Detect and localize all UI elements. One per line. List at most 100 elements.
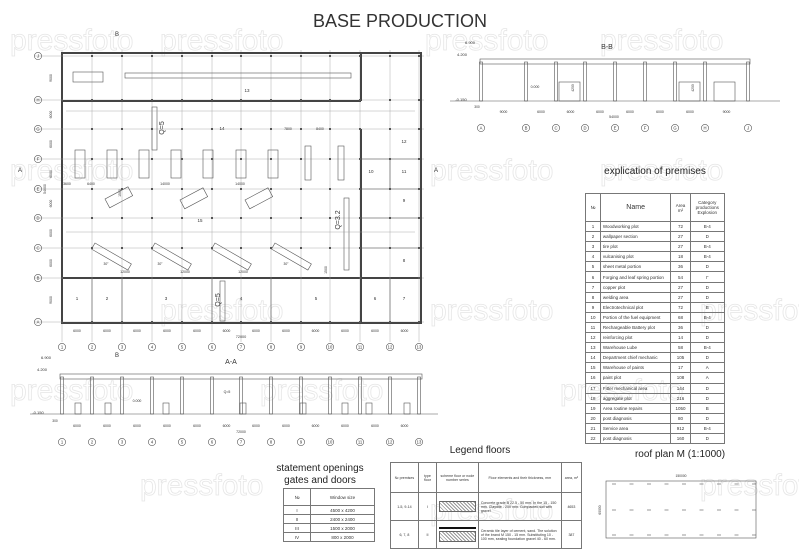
axis-label-circle [326,438,334,446]
dimension: 6000 [252,424,260,428]
column [554,61,558,102]
axis-label-circle [208,438,216,446]
premises-name: Warehouse Lube [599,342,672,354]
column-axis-label-circle [178,343,186,351]
level-mark: 0.000 [133,399,142,403]
inner-dimension: 14000 [160,182,170,186]
axis-label-circle [611,124,619,132]
room-number: 7 [403,296,406,301]
axis-label: B [525,126,528,131]
column [181,247,183,249]
column [418,321,420,323]
crane-capacity-label: Q=5 [224,390,231,394]
axis-label: F [644,126,647,131]
column [121,321,123,323]
inner-dimension: 7800 [284,127,292,131]
area: 72 [670,220,691,233]
column-axis-label: 3 [121,345,124,350]
dimension: 6000 [193,424,201,428]
room-number: 9 [403,198,406,203]
crane-rail [343,197,350,271]
floor-scheme-hatch [436,520,479,549]
area: 1050 [670,402,691,414]
column [388,376,392,415]
row-number: 11 [585,321,601,334]
column [61,99,63,101]
gate [713,81,736,102]
row-number: 12 [585,332,601,344]
column-dimension: 6000 [401,329,409,333]
premises-numbers: 6, 7, 8 [390,520,419,549]
area: 17 [670,362,691,374]
room-number: 6 [374,296,377,301]
column [151,277,153,279]
column [270,321,272,323]
column [358,376,362,415]
column [240,217,242,219]
axis-label: 3 [121,440,124,445]
gate [558,81,581,102]
watermark-text: pressfoto [425,24,548,57]
level-mark: -0.150 [32,410,44,415]
area: 27 [670,291,691,303]
column [300,247,302,249]
column [151,217,153,219]
column-dimension: 6000 [312,329,320,333]
column [181,321,183,323]
room-number: 2 [106,296,109,301]
floor-scheme-hatch [436,492,479,521]
column [61,188,63,190]
premises-name: Woodworking plot [599,220,672,233]
door [239,402,247,415]
angle-label: 30° [104,262,110,266]
angle-label: 30° [158,262,164,266]
premises-name: Warehouse of paints [599,362,672,374]
row-number: 19 [585,402,601,414]
service-bay [337,145,345,181]
column [583,61,587,102]
watermark-text: pressfoto [430,294,553,327]
column [121,247,123,249]
column-axis-label: 4 [151,345,154,350]
premises-name: tire plot [599,241,672,253]
room-number: 1 [76,296,79,301]
axis-label: 6 [211,440,214,445]
floor-type: I [417,492,438,521]
category: B-4 [689,251,726,263]
column [270,188,272,190]
column-dimension: 6000 [341,329,349,333]
floor-type: II [417,520,438,549]
column [270,277,272,279]
column [240,247,242,249]
watermark-text: pressfoto [10,24,133,57]
column [61,128,63,130]
window-size: 1500 x 2000 [310,523,375,533]
door [365,402,373,415]
section-marker-b: B [115,32,119,38]
axis-label-circle [701,124,709,132]
axis-label-circle [581,124,589,132]
column [418,158,420,160]
category: B-4 [689,220,726,233]
axis-label: J [747,126,749,131]
dimension: 6000 [133,424,141,428]
inner-dimension: 12000 [120,270,130,274]
column [673,61,677,102]
row-axis-label-circle [34,52,42,60]
category: A [689,362,726,374]
premises-name: paint plot [599,372,672,384]
area: 14 [670,332,691,344]
total-height-dimension: 54000 [43,184,47,194]
axis-label-circle [237,438,245,446]
dimension: 6000 [371,424,379,428]
column [240,55,242,57]
column [389,55,391,57]
column [90,376,94,415]
axis-label-circle [356,438,364,446]
axis-label-circle [118,438,126,446]
